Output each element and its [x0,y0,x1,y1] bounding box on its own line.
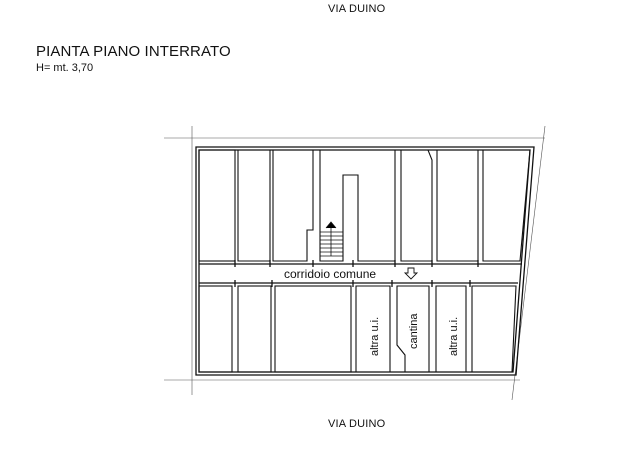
street-label-bottom: VIA DUINO [328,418,386,430]
stair-icon [320,221,343,257]
plan-title: PIANTA PIANO INTERRATO [36,43,231,60]
room-label-altra-ui-left: altra u.i. [369,317,381,356]
top-rooms [198,149,531,262]
ceiling-height: H= mt. 3,70 [36,62,94,74]
reference-lines [164,125,546,401]
room-label-altra-ui-right: altra u.i. [448,317,460,356]
street-label-top: VIA DUINO [328,3,386,15]
corridor-arrow-icon [403,267,419,280]
corridor-label: corridoio comune [284,267,376,281]
corridor-walls [199,260,522,287]
bottom-rooms [198,285,517,373]
room-label-cantina: cantina [408,313,420,349]
